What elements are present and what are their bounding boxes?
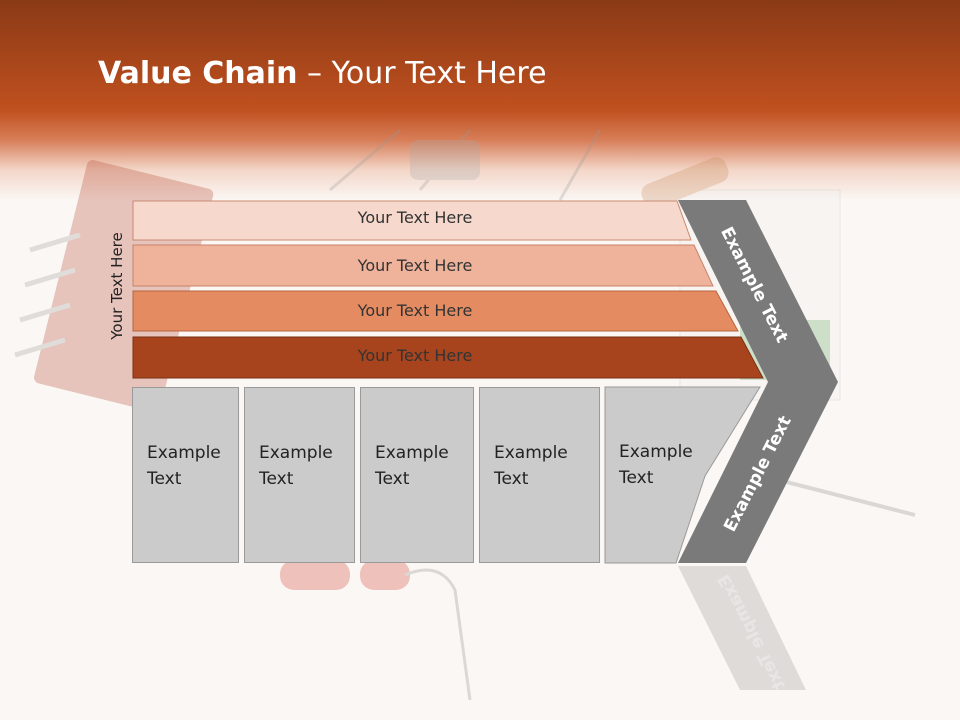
page-title: Value Chain – Your Text Here (98, 56, 547, 91)
bar-2 (132, 244, 714, 287)
chevron-arrow (678, 200, 838, 563)
box-4-line2: Text (494, 469, 529, 489)
bar-4 (132, 336, 764, 379)
chevron-reflection (678, 566, 806, 690)
box-4-line1: Example (494, 443, 568, 463)
box-5-line2: Text (619, 468, 654, 488)
title-bold: Value Chain (98, 56, 298, 91)
bar-1 (132, 200, 692, 241)
bar-2-label: Your Text Here (357, 256, 473, 275)
box-2-line2: Text (259, 469, 294, 489)
header-band (0, 0, 960, 200)
bar-1-label: Your Text Here (357, 208, 473, 227)
box-1-line2: Text (147, 469, 182, 489)
box-5-shape (604, 386, 761, 564)
bar-3 (132, 290, 739, 332)
box-1-line1: Example (147, 443, 221, 463)
bar-3-label: Your Text Here (357, 301, 473, 320)
box-5-line1: Example (619, 442, 693, 462)
box-2-line1: Example (259, 443, 333, 463)
title-rest: – Your Text Here (297, 56, 547, 91)
box-3-line1: Example (375, 443, 449, 463)
box-3-line2: Text (375, 469, 410, 489)
bar-4-label: Your Text Here (357, 346, 473, 365)
